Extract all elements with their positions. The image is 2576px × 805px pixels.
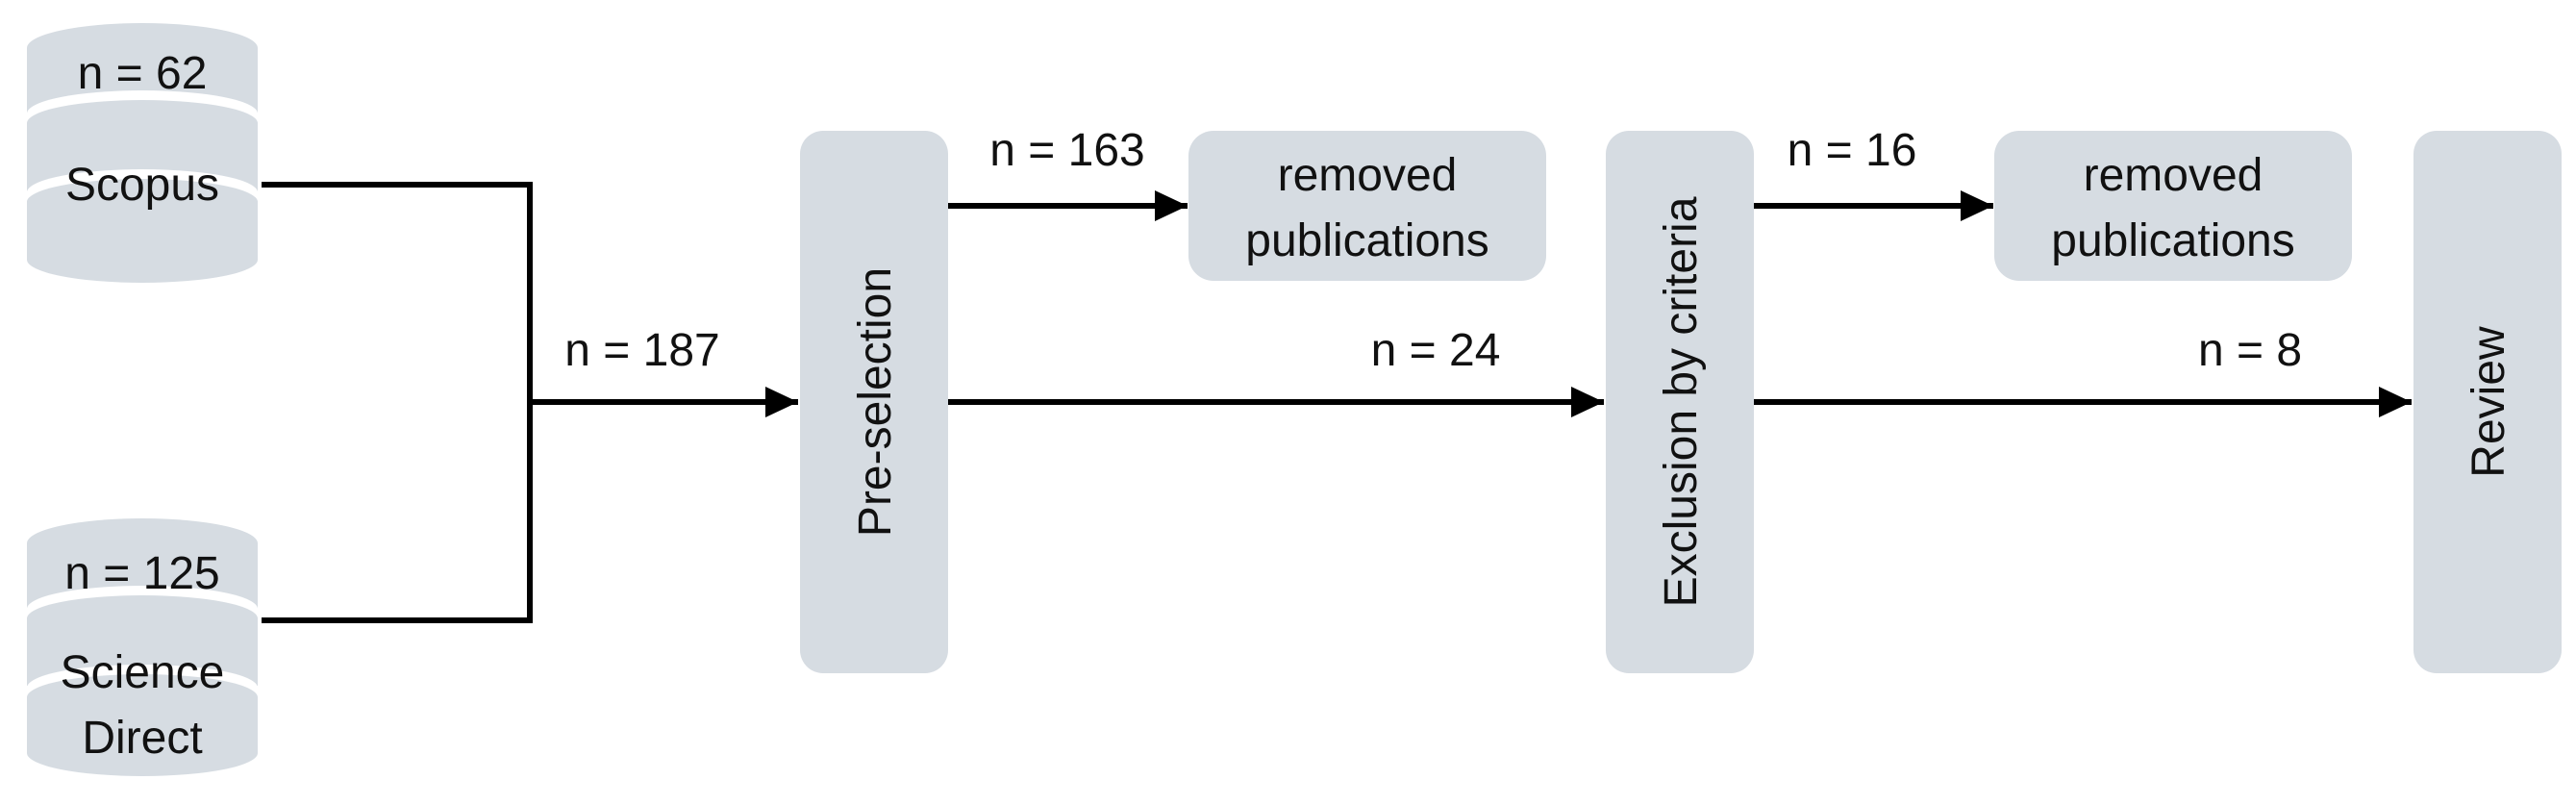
science-direct-database-icon	[27, 518, 258, 776]
removed-box-2-line-2: publications	[2051, 215, 2295, 266]
exclusion-box	[1606, 131, 1754, 673]
preselection-box	[800, 131, 948, 673]
review-label: Review	[2463, 326, 2514, 478]
removed-box-1-line-1: removed	[1278, 150, 1458, 201]
review-box	[2413, 131, 2562, 673]
removed-box-1-line-2: publications	[1245, 215, 1489, 266]
scopus-name-label: Scopus	[65, 160, 219, 211]
scopus-count-label: n = 62	[78, 48, 208, 99]
science-direct-name-line-1: Science	[61, 647, 225, 698]
removed-publications-box-1	[1188, 131, 1546, 281]
scopus-database-icon	[27, 23, 258, 283]
removed-count-label-2: n = 16	[1788, 125, 1917, 176]
science-direct-count-label: n = 125	[64, 548, 219, 599]
after-preselection-count-label: n = 24	[1371, 325, 1501, 376]
removed-box-2-line-1: removed	[2084, 150, 2263, 201]
removed-count-label-1: n = 163	[989, 125, 1144, 176]
preselection-label: Pre-selection	[850, 267, 901, 537]
after-exclusion-count-label: n = 8	[2198, 325, 2302, 376]
removed-publications-box-2	[1994, 131, 2352, 281]
merged-count-label: n = 187	[564, 325, 719, 376]
merge-connector	[262, 182, 533, 623]
science-direct-name-line-2: Direct	[82, 713, 202, 764]
exclusion-label: Exclusion by criteria	[1656, 196, 1707, 607]
